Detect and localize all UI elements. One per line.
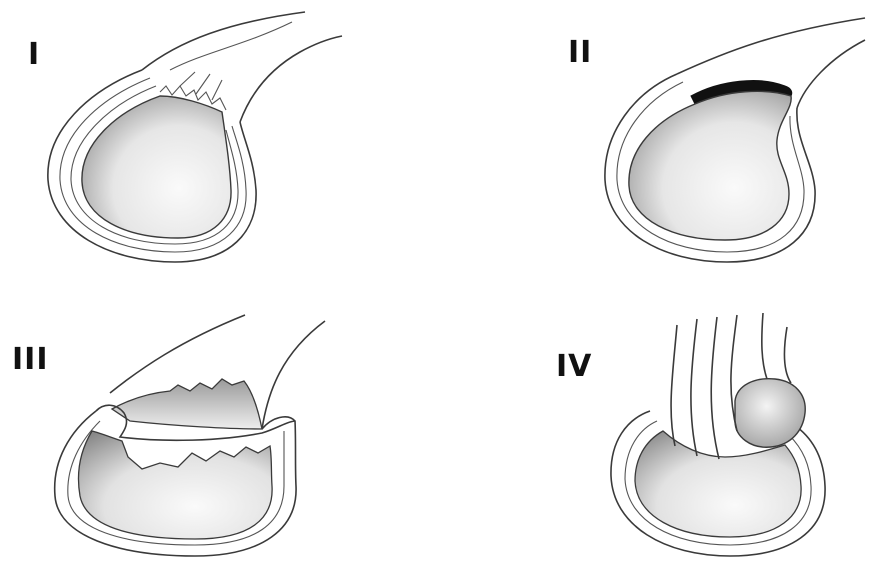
panel-iv-drawing <box>445 281 890 562</box>
panel-ii-drawing <box>445 0 890 281</box>
panel-iii-stalk-right <box>262 321 325 429</box>
panel-i-stalk-lower <box>240 36 342 122</box>
panel-iv-strand-5 <box>762 313 767 379</box>
panel-iv-displaced-fragment <box>735 379 805 448</box>
panel-i-drawing <box>0 0 445 281</box>
panel-i-stalk-upper <box>142 12 305 70</box>
panel-i-stalk-mid <box>170 22 292 70</box>
panel-iii-back-flap <box>112 379 262 429</box>
panel-ii-stalk-lower <box>797 40 865 108</box>
panel-ii-inner-body <box>629 91 791 240</box>
panel-iii-inner-body <box>79 431 273 539</box>
panel-iv-strand-6 <box>784 327 791 383</box>
panel-ii-stalk-upper <box>677 18 865 74</box>
panel-iv-strand-2 <box>691 319 697 456</box>
panel-iii-drawing <box>0 281 445 562</box>
panel-iv-strand-1 <box>671 325 677 446</box>
panel-iv-strand-3 <box>711 317 719 459</box>
